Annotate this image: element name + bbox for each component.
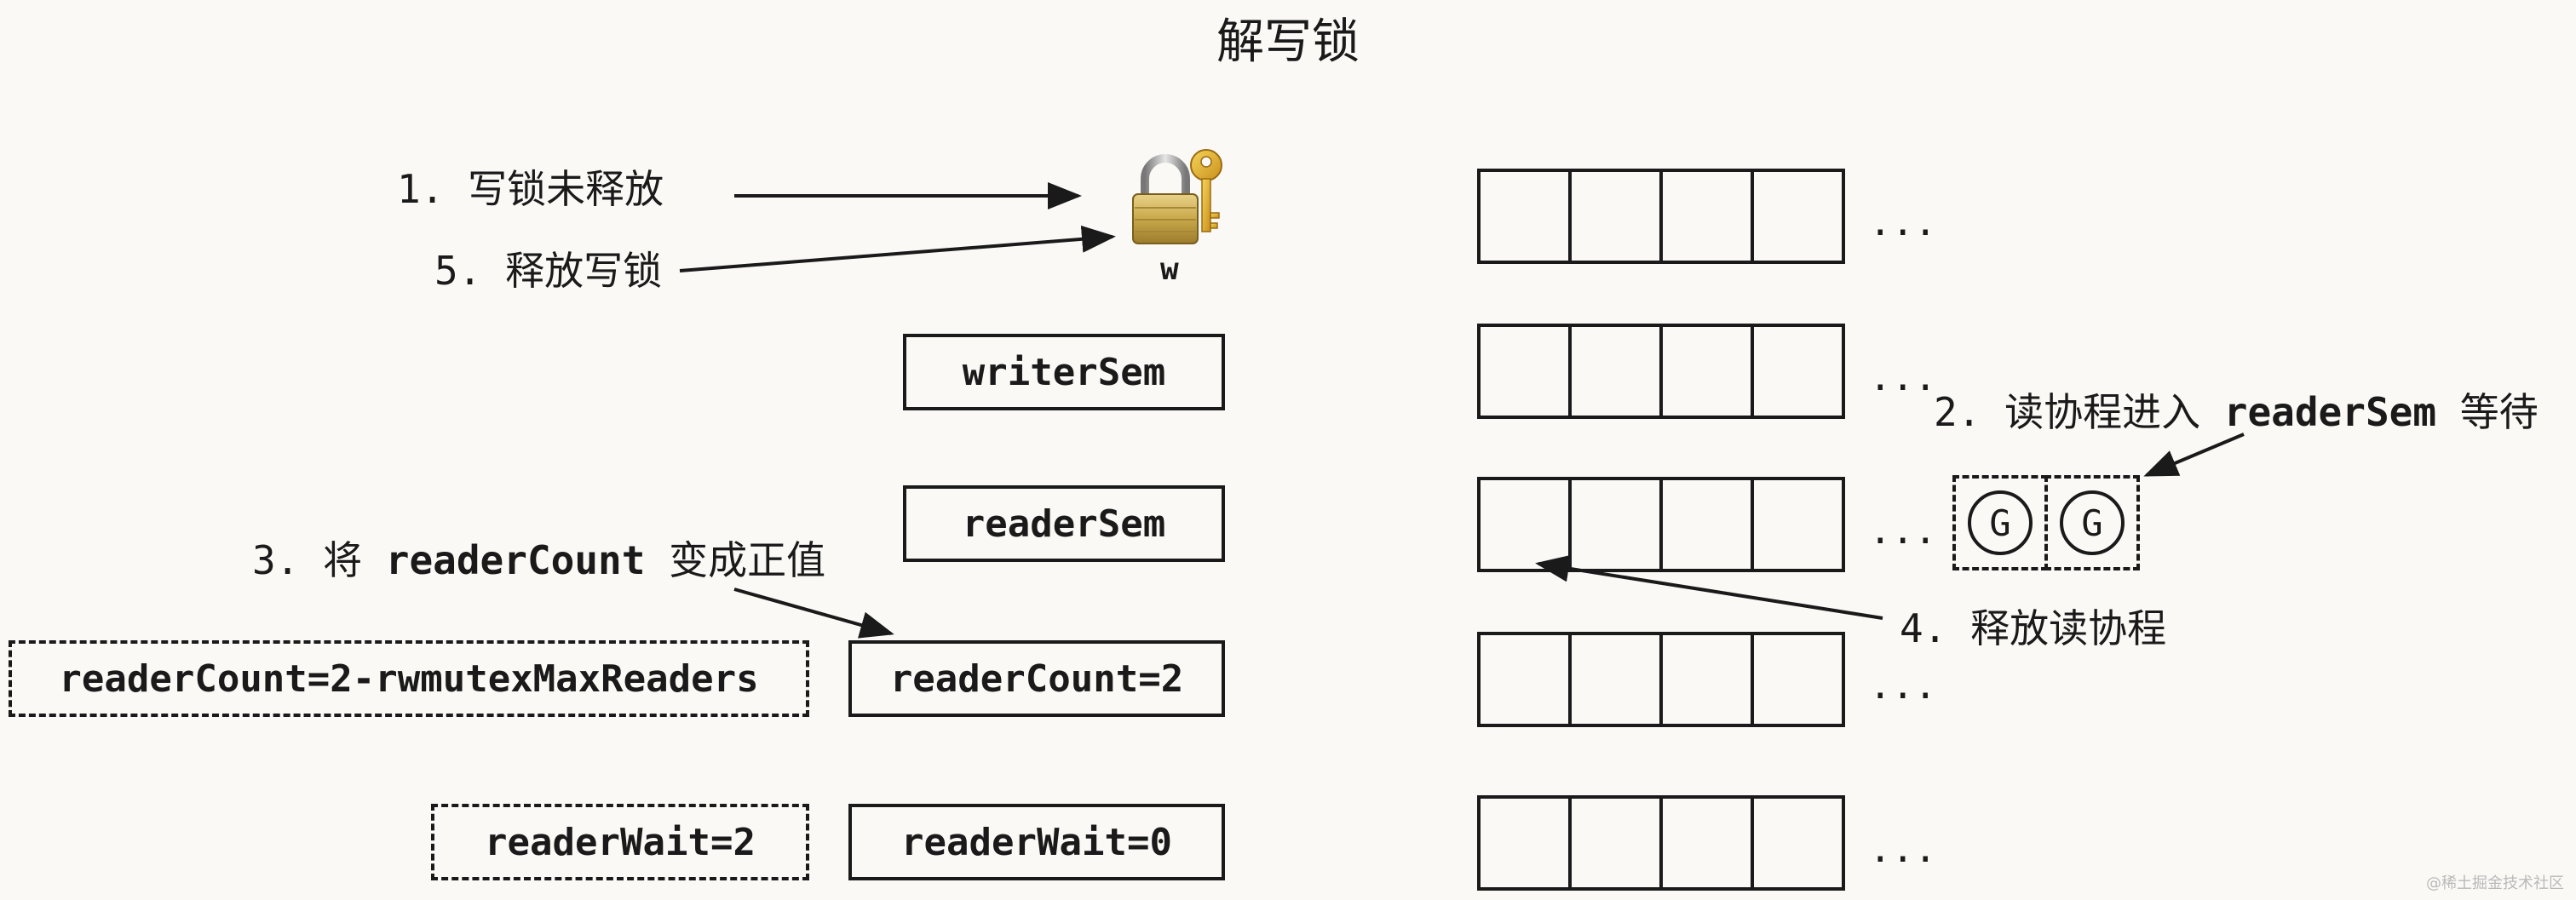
reader-wait-box: readerWait=0: [848, 804, 1225, 880]
writer-sem-queue-ellipsis: ...: [1869, 356, 1937, 399]
queue-cell: [1751, 795, 1845, 891]
queue-cell: [1659, 795, 1754, 891]
queue-cell: [1568, 632, 1663, 727]
goroutine-box: G: [2044, 475, 2140, 570]
reader-sem-box: readerSem: [903, 485, 1225, 562]
queue-cell: [1568, 795, 1663, 891]
arrow-step-3: [733, 588, 894, 639]
queue-cell: [1477, 324, 1572, 419]
lock-queue-ellipsis: ...: [1869, 201, 1937, 244]
reader-wait-queue-ellipsis: ...: [1869, 828, 1937, 871]
step-4-label: 4. 释放读协程: [1900, 605, 2167, 651]
queue-cell: [1477, 169, 1572, 264]
queue-cell: [1751, 169, 1845, 264]
reader-wait-old-box: readerWait=2: [431, 804, 809, 880]
step-3-prefix: 3. 将: [252, 537, 386, 583]
reader-count-old-box: readerCount=2-rwmutexMaxReaders: [9, 640, 809, 717]
step-2-code: readerSem: [2223, 389, 2437, 435]
queue-cell: [1477, 632, 1572, 727]
step-1-label: 1. 写锁未释放: [397, 166, 664, 212]
queue-cell: [1568, 169, 1663, 264]
queue-cell: [1477, 477, 1572, 572]
reader-wait-queue: [1477, 795, 1845, 891]
queue-cell: [1659, 169, 1754, 264]
queue-cell: [1751, 324, 1845, 419]
queue-cell: [1659, 632, 1754, 727]
reader-sem-queue-ellipsis: ...: [1869, 509, 1937, 553]
step-2-prefix: 2. 读协程进入: [1934, 389, 2224, 435]
step-3-label: 3. 将 readerCount 变成正值: [252, 536, 825, 584]
watermark: @稀土掘金技术社区: [2426, 874, 2564, 892]
step-3-code: readerCount: [385, 537, 646, 583]
lock-caption: w: [1160, 252, 1179, 287]
step-2-suffix: 等待: [2436, 389, 2539, 435]
reader-count-box: readerCount=2: [848, 640, 1225, 717]
reader-count-queue-ellipsis: ...: [1869, 664, 1937, 708]
arrow-step-5: [679, 225, 1116, 272]
step-2-label: 2. 读协程进入 readerSem 等待: [1934, 388, 2539, 436]
queue-cell: [1659, 324, 1754, 419]
step-5-label: 5. 释放写锁: [434, 248, 663, 294]
queue-cell: [1751, 632, 1845, 727]
queue-cell: [1751, 477, 1845, 572]
arrow-step-2: [2143, 433, 2245, 477]
goroutine-circle: G: [1968, 490, 2033, 555]
goroutine-circle: G: [2060, 490, 2125, 555]
padlock-with-key-icon: [1126, 146, 1228, 249]
queue-cell: [1568, 477, 1663, 572]
writer-sem-queue: [1477, 324, 1845, 419]
step-3-suffix: 变成正值: [645, 537, 826, 583]
diagram-title: 解写锁: [1216, 14, 1360, 70]
queue-cell: [1659, 477, 1754, 572]
queue-cell: [1477, 795, 1572, 891]
writer-sem-box: writerSem: [903, 334, 1225, 410]
reader-count-queue: [1477, 632, 1845, 727]
goroutine-box: G: [1952, 475, 2048, 570]
lock-queue: [1477, 169, 1845, 264]
reader-sem-queue: [1477, 477, 1845, 572]
queue-cell: [1568, 324, 1663, 419]
